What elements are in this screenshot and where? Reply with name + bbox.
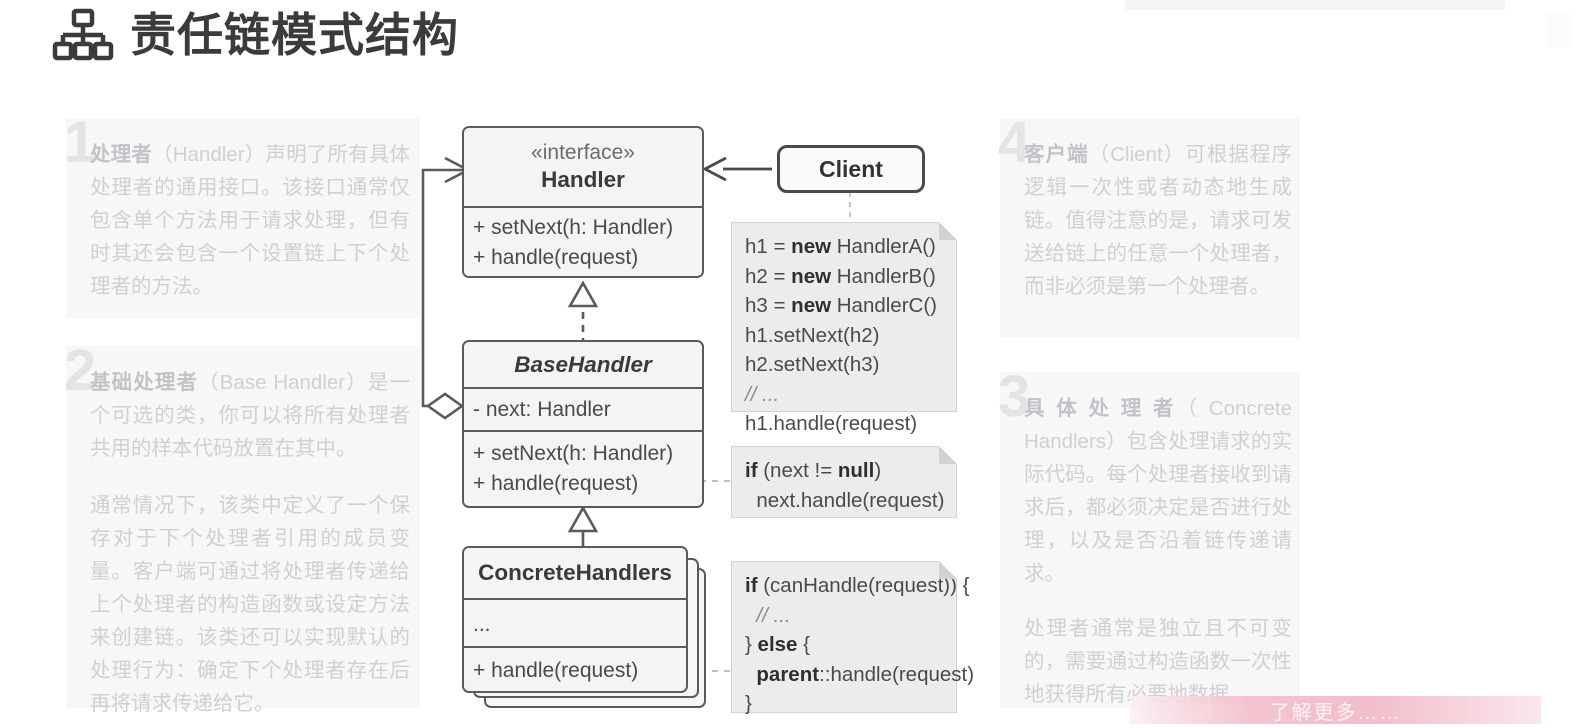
base-handler-methods: + setNext(h: Handler) + handle(request): [464, 430, 702, 505]
top-decor-bar: [1125, 0, 1505, 10]
org-chart-icon: [52, 8, 114, 62]
panel-2-text-2: 通常情况下，该类中定义了一个保存对于下个处理者引用的成员变量。客户端可通过将处理…: [90, 494, 410, 715]
note-client-code: h1 = new HandlerA() h2 = new HandlerB() h3…: [731, 222, 957, 435]
base-handler-name: BaseHandler: [514, 351, 652, 377]
client-association-arrowhead: [701, 156, 727, 182]
realization-triangle: [567, 280, 599, 308]
panel-concrete-handlers: 3 具 体 处 理 者（ Concrete Handlers）包含处理请求的实际…: [998, 368, 1300, 708]
panel-4-lead: 客户端: [1024, 143, 1089, 166]
base-note-line-1: next.handle(request): [745, 488, 945, 512]
base-handler-attributes: - next: Handler: [464, 387, 702, 430]
client-note-line-4: h2.setNext(h3): [745, 353, 880, 376]
page-header: 责任链模式结构: [52, 8, 459, 62]
top-right-corner-decor: [1545, 14, 1571, 48]
watermark-banner: 了解更多……: [1130, 696, 1541, 724]
base-handler-method-1: + handle(request): [473, 472, 639, 495]
client-note-line-2: h3 = new HandlerC(): [745, 294, 937, 317]
panel-1-text: （Handler）声明了所有具体处理者的通用接口。该接口通常仅包含单个方法用于请…: [90, 143, 411, 298]
panel-2-paragraph-2: 通常情况下，该类中定义了一个保存对于下个处理者引用的成员变量。客户端可通过将处理…: [90, 489, 410, 720]
concrete-handlers-header: ConcreteHandlers: [464, 548, 686, 598]
handler-method-0: + setNext(h: Handler): [473, 216, 674, 239]
concrete-handlers-name: ConcreteHandlers: [478, 560, 672, 585]
note-concrete-handler-code: if (canHandle(request)) { // ... } else {…: [731, 561, 975, 715]
concrete-handlers-methods: + handle(request): [464, 646, 686, 691]
uml-class-client[interactable]: Client: [777, 145, 925, 193]
base-handler-method-0: + setNext(h: Handler): [473, 442, 674, 465]
panel-number-3: 3: [998, 364, 1031, 429]
client-note-line-1: h2 = new HandlerB(): [745, 264, 936, 288]
panel-3-paragraph-1: 具 体 处 理 者（ Concrete Handlers）包含处理请求的实际代码…: [1024, 392, 1292, 590]
panel-2-paragraph-1: 基础处理者（Base Handler）是一个可选的类，你可以将所有处理者共用的样…: [90, 366, 410, 465]
panel-4-paragraph-1: 客户端（Client）可根据程序逻辑一次性或者动态地生成链。值得注意的是，请求可…: [1024, 138, 1292, 303]
uml-class-handler[interactable]: «interface» Handler + setNext(h: Handler…: [462, 126, 704, 278]
uml-class-base-handler[interactable]: BaseHandler - next: Handler + setNext(h:…: [462, 340, 704, 508]
inheritance-triangle: [567, 505, 599, 533]
panel-client: 4 客户端（Client）可根据程序逻辑一次性或者动态地生成链。值得注意的是，请…: [998, 114, 1300, 338]
concrete-note-line-4: }: [745, 692, 752, 715]
client-name: Client: [819, 155, 883, 182]
panel-number-4: 4: [998, 110, 1031, 175]
handler-stereotype: «interface»: [531, 141, 635, 164]
uml-class-concrete-handlers[interactable]: ConcreteHandlers ... + handle(request): [462, 546, 688, 693]
concrete-note-line-1: // ...: [745, 603, 791, 627]
panel-2-text-1: （Base Handler）是一个可选的类，你可以将所有处理者共用的样本代码放置…: [90, 371, 410, 460]
panel-number-2: 2: [64, 338, 97, 403]
panel-2-lead: 基础处理者: [90, 371, 199, 394]
watermark-text: 了解更多……: [1269, 701, 1402, 724]
aggregation-edge: [421, 168, 462, 408]
handler-name: Handler: [541, 167, 625, 192]
client-note-line-6: h1.handle(request): [745, 412, 918, 435]
client-note-line-0: h1 = new HandlerA(): [745, 235, 936, 258]
panel-3-lead: 具 体 处 理 者: [1024, 397, 1177, 420]
panel-handler: 1 处理者（Handler）声明了所有具体处理者的通用接口。该接口通常仅包含单个…: [64, 114, 420, 318]
concrete-handlers-attribute-0: ...: [473, 613, 491, 636]
panel-4-text: （Client）可根据程序逻辑一次性或者动态地生成链。值得注意的是，请求可发送给…: [1024, 143, 1293, 298]
panel-1-paragraph-1: 处理者（Handler）声明了所有具体处理者的通用接口。该接口通常仅包含单个方法…: [90, 138, 410, 303]
note-base-handler-code: if (next != null) next.handle(request): [731, 446, 957, 518]
panel-3-text-2: 处理者通常是独立且不可变的，需要通过构造函数一次性地获得所有必要地数据。: [1024, 617, 1292, 706]
client-note-line-3: h1.setNext(h2): [745, 323, 880, 347]
client-note-line-5: // ...: [745, 382, 780, 406]
panel-1-lead: 处理者: [90, 143, 153, 166]
concrete-note-line-2: } else {: [745, 633, 810, 656]
panel-number-1: 1: [64, 110, 97, 175]
handler-header: «interface» Handler: [464, 128, 702, 206]
panel-3-text-1: （ Concrete Handlers）包含处理请求的实际代码。每个处理者接收到…: [1024, 397, 1292, 585]
concrete-handlers-attributes: ...: [464, 598, 686, 646]
aggregation-diamond: [425, 392, 465, 420]
base-note-line-0: if (next != null): [745, 459, 882, 482]
concrete-handlers-method-0: + handle(request): [473, 659, 639, 682]
handler-methods: + setNext(h: Handler) + handle(request): [464, 206, 702, 276]
concrete-note-line-3: parent::handle(request): [756, 662, 975, 686]
panel-base-handler: 2 基础处理者（Base Handler）是一个可选的类，你可以将所有处理者共用…: [64, 342, 420, 715]
base-handler-attribute-0: - next: Handler: [473, 398, 611, 421]
handler-method-1: + handle(request): [473, 246, 639, 269]
page-title: 责任链模式结构: [130, 9, 459, 61]
base-handler-header: BaseHandler: [464, 342, 702, 387]
concrete-note-line-0: if (canHandle(request)) {: [745, 574, 970, 597]
